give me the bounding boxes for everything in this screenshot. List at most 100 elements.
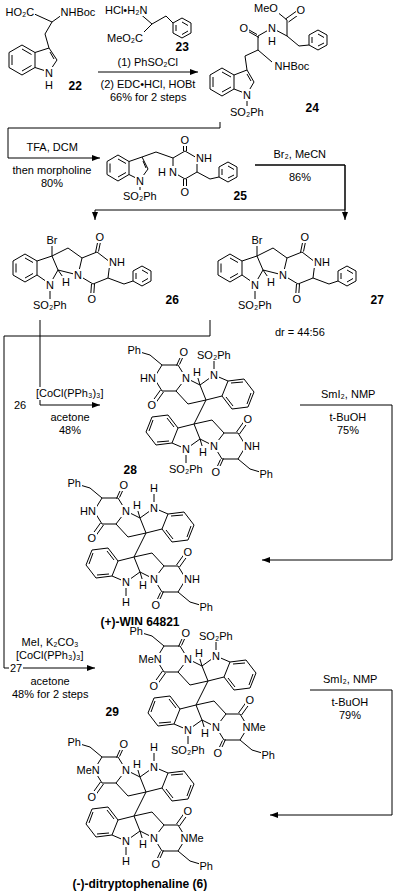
atom-label: MeN	[138, 653, 163, 665]
atom-label: SO₂Ph	[237, 299, 273, 311]
compound: BrONHHNNOSO₂Ph27	[205, 220, 400, 320]
condition-label: 26	[13, 399, 27, 412]
compound-label: 25	[233, 189, 248, 203]
compound-label: (-)-ditryptophenaline (6)	[72, 877, 209, 891]
atom-label: H	[149, 741, 159, 753]
atom-label: MeO	[253, 2, 279, 14]
reaction-arrow	[95, 165, 345, 220]
atom-label: O	[151, 599, 162, 611]
atom-label: N	[44, 67, 54, 79]
atom-label: Br	[251, 234, 264, 246]
atom-label: H	[132, 758, 142, 770]
atom-label: N	[149, 502, 159, 514]
atom-label: N	[121, 505, 131, 517]
atom-label: H	[132, 499, 142, 511]
atom-label: Ph	[67, 477, 82, 489]
atom-label: N	[149, 573, 159, 585]
compound: HCl•H₂NMeO₂C23	[100, 0, 195, 54]
atom-label: O	[119, 738, 130, 750]
compound-label: 26	[165, 293, 180, 307]
atom-label: Ph	[259, 468, 274, 480]
atom-label: SO₂Ph	[32, 299, 68, 311]
compound: HO₂CNHBocNH22	[0, 0, 98, 95]
atom-label: N	[211, 721, 221, 733]
reagent-label: SmI₂, NMP	[322, 673, 378, 686]
atom-label: O	[181, 627, 192, 639]
condition-label: 48% for 2 steps	[11, 688, 89, 701]
reagent-label: Br₂, MeCN	[273, 148, 328, 161]
atom-label: Ph	[129, 625, 144, 637]
compound-label: 22	[68, 79, 83, 93]
atom-label: NMe	[242, 721, 267, 733]
atom-label: O	[296, 4, 307, 16]
atom-label: N	[149, 832, 159, 844]
compound-label: 27	[370, 293, 385, 307]
reagent-label: MeI, K₂CO₃	[21, 636, 80, 649]
atom-label: N	[73, 269, 83, 281]
condition-label: 66% for 2 steps	[109, 91, 187, 104]
atom-label: O	[239, 22, 250, 34]
atom-label: N	[121, 835, 131, 847]
atom-label: O	[292, 293, 303, 305]
condition-label: acetone	[50, 411, 91, 424]
reagent-label: (1) PhSO₂Cl	[117, 56, 180, 69]
atom-label: N	[149, 761, 159, 773]
reagent-label: TFA, DCM	[26, 141, 79, 154]
compound: BrONHHNNOSO₂Ph26	[0, 220, 195, 320]
atom-label: SO₂Ph	[196, 349, 232, 361]
atom-label: O	[180, 186, 191, 198]
atom-label: NH	[313, 256, 331, 268]
atom-label: O	[151, 858, 162, 870]
reaction-arrow	[262, 405, 392, 560]
atom-label: NH	[108, 256, 126, 268]
atom-label: Ph	[261, 749, 276, 761]
atom-label: N	[209, 369, 219, 381]
condition-label: 86%	[288, 171, 312, 184]
compound-label: 24	[305, 101, 320, 115]
atom-label: SO₂Ph	[170, 744, 206, 756]
atom-label: H	[138, 579, 148, 591]
molecule-win-upper	[80, 485, 194, 546]
atom-label: N	[183, 724, 193, 736]
atom-label: O	[87, 293, 98, 305]
atom-label: N	[135, 175, 145, 187]
atom-label: H	[200, 727, 210, 739]
atom-label: N	[209, 440, 219, 452]
compound: MeOOONHNHBocNSO₂Ph24	[198, 0, 335, 122]
atom-label: O	[180, 134, 191, 146]
condition-label: acetone	[30, 675, 71, 688]
condition-label: t-BuOH	[331, 696, 370, 709]
atom-label: Ph	[199, 601, 214, 613]
atom-label: NHBoc	[60, 6, 97, 18]
reagent-label: [CoCl(PPh₃)₃]	[35, 387, 105, 400]
molecule-24	[210, 9, 327, 110]
atom-label: O	[119, 479, 130, 491]
atom-label: HN	[79, 505, 97, 517]
atom-label: H	[61, 276, 71, 288]
condition-label: 48%	[58, 424, 82, 437]
condition-label: 27	[9, 662, 23, 675]
atom-label: H	[149, 482, 159, 494]
atom-label: N	[181, 443, 191, 455]
atom-label: HCl•H₂N	[104, 4, 148, 16]
compound-label: 28	[123, 463, 138, 477]
atom-label: SO₂Ph	[168, 463, 204, 475]
condition-label: dr = 44:56	[274, 326, 326, 339]
atom-label: N	[242, 89, 252, 101]
atom-label: N	[250, 279, 260, 291]
atom-label: H	[121, 855, 131, 867]
atom-label: NH	[183, 573, 201, 585]
atom-label: H	[192, 366, 202, 378]
atom-label: MeN	[76, 764, 101, 776]
atom-label: Ph	[127, 344, 142, 356]
atom-label: Ph	[199, 860, 214, 872]
molecule-26	[13, 237, 151, 300]
reaction-arrow	[270, 690, 392, 815]
atom-label: O	[87, 532, 98, 544]
molecule-27	[218, 237, 356, 300]
atom-label: NH	[195, 152, 213, 164]
compound: SO₂PhPhOHNNHNOONHNNHOSO₂PhPh28	[100, 342, 300, 482]
atom-label: H	[121, 596, 131, 608]
compound-label: 29	[105, 705, 120, 719]
